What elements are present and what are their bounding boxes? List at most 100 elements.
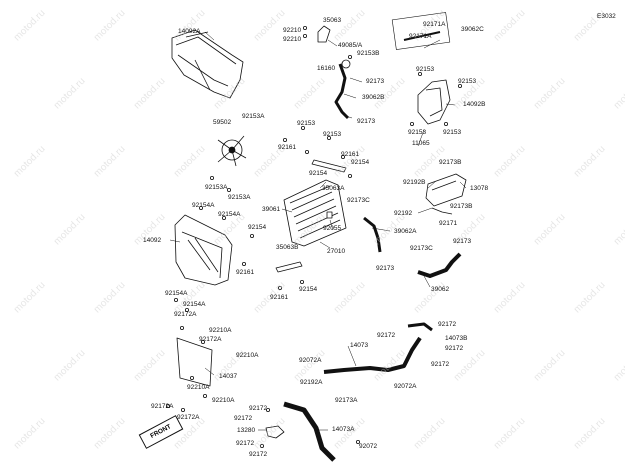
part-label: 92210A [212, 397, 235, 404]
part-label: 92192A [300, 379, 323, 386]
part-label: 49085/A [338, 42, 363, 49]
part-label: 92173A [335, 397, 358, 404]
part-label: 92172 [431, 361, 450, 368]
part-label: 14092A [178, 28, 201, 35]
part-label: 35063A [322, 185, 345, 192]
part-39062B [334, 63, 350, 120]
part-35063A [311, 159, 347, 173]
part-label: 35063 [323, 17, 342, 24]
part-label: 92172A [151, 403, 174, 410]
part-14092 [174, 214, 233, 286]
part-label: 13280 [237, 427, 256, 434]
part-label: 92172A [199, 336, 222, 343]
part-label: 39062B [362, 94, 385, 101]
part-14073 [323, 336, 422, 374]
part-box-39062C [391, 12, 451, 50]
part-label: 92192B [403, 179, 426, 186]
part-13280 [265, 425, 285, 439]
part-92055 [326, 211, 333, 219]
part-label: 14092B [463, 101, 486, 108]
part-label: 39062 [431, 286, 450, 293]
part-label: 39062C [461, 26, 484, 33]
part-label: 92171 [439, 220, 458, 227]
part-label: 92172 [438, 321, 457, 328]
part-14092A [171, 29, 244, 99]
part-label: 92072A [394, 383, 417, 390]
part-39062A [363, 216, 382, 253]
part-label: 92172 [236, 440, 255, 447]
part-label: 92210 [283, 27, 302, 34]
part-label: 14073B [445, 335, 468, 342]
part-14073B [407, 322, 433, 332]
part-label: 39062A [394, 228, 417, 235]
part-label: 92153 [408, 129, 427, 136]
part-label: 92153 [443, 129, 462, 136]
part-14092B [417, 79, 451, 125]
part-label: 92153A [228, 194, 251, 201]
part-label: 92153 [416, 66, 435, 73]
part-label: 92161 [236, 269, 255, 276]
part-label: 39061 [262, 206, 281, 213]
part-label: 92210A [209, 327, 232, 334]
part-label: 92172A [177, 414, 200, 421]
part-label: 92154A [192, 202, 215, 209]
part-label: 92153 [458, 78, 477, 85]
part-13078 [425, 173, 467, 207]
part-label: 14073 [350, 342, 369, 349]
part-35063B [275, 261, 303, 273]
part-label: 92192 [394, 210, 413, 217]
part-14037 [176, 337, 213, 387]
part-label: 27010 [327, 248, 346, 255]
part-label: 92153 [297, 120, 316, 127]
part-label: 92072 [359, 443, 378, 450]
part-label: 92210 [283, 36, 302, 43]
part-label: 92173C [410, 245, 433, 252]
part-label: 92173B [439, 159, 462, 166]
part-label: 92173 [376, 265, 395, 272]
part-label: 16160 [317, 65, 336, 72]
bolts [165, 25, 462, 448]
part-label: 92153B [357, 50, 380, 57]
part-label: 92154 [299, 286, 318, 293]
part-label: 92173C [347, 197, 370, 204]
part-label: 59502 [213, 119, 232, 126]
part-label: 92173 [357, 118, 376, 125]
part-label: 92055 [323, 225, 342, 232]
part-radiator-39061 [283, 179, 347, 247]
part-label: 92154A [165, 290, 188, 297]
part-label: 92154 [351, 159, 370, 166]
part-label: 14073A [332, 426, 355, 433]
part-label: 92210A [236, 352, 259, 359]
part-label: 92154A [183, 301, 206, 308]
part-label: 92172 [445, 345, 464, 352]
part-label: 92072A [299, 357, 322, 364]
part-label: 35063B [276, 244, 299, 251]
diagram-code: E3032 [597, 13, 616, 20]
part-label: 92173B [450, 203, 473, 210]
part-label: 92154 [248, 224, 267, 231]
part-label: 92210A [187, 384, 210, 391]
part-label: 92172 [249, 405, 268, 412]
part-label: 92171A [423, 21, 446, 28]
part-label: 92172A [174, 311, 197, 318]
part-label: 11065 [412, 140, 430, 147]
part-39062 [417, 252, 462, 278]
part-label: 13078 [470, 185, 489, 192]
part-label: 14092 [143, 237, 162, 244]
part-label: 92154 [309, 170, 328, 177]
part-35063 [317, 25, 331, 43]
part-label: 92161 [278, 144, 297, 151]
part-label: 14037 [219, 373, 238, 380]
part-label: 92173 [453, 238, 472, 245]
leader-lines [169, 31, 467, 431]
part-label: 92153A [205, 184, 228, 191]
part-label: 92172 [234, 415, 253, 422]
part-label: 92161 [270, 294, 289, 301]
part-59502 [217, 135, 247, 167]
part-label: 92172 [377, 332, 396, 339]
part-label: 92172 [249, 451, 268, 458]
part-label: 92161 [341, 151, 360, 158]
part-label: 92173 [366, 78, 385, 85]
part-92171 [431, 207, 453, 215]
